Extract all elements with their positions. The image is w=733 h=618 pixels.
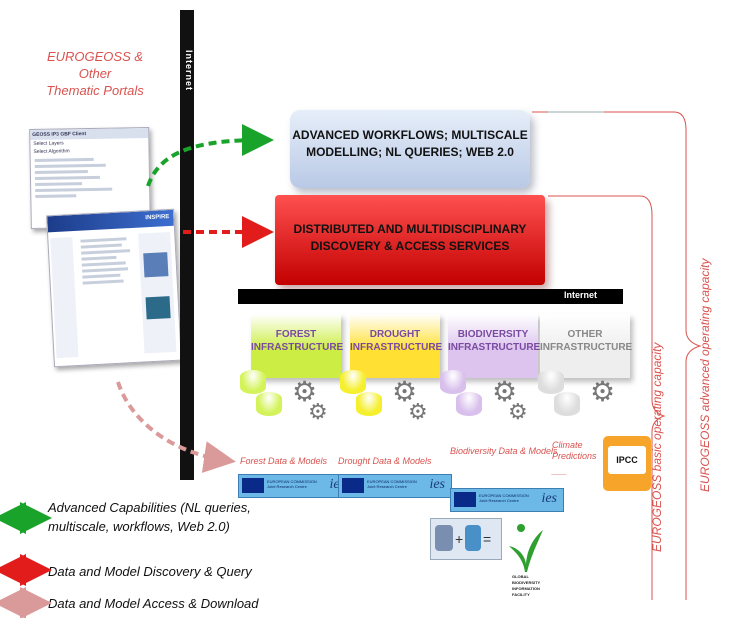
- gear-icon: ⚙: [408, 399, 428, 424]
- internet-vertical-label: Internet: [184, 50, 194, 92]
- database-icon: [240, 370, 266, 394]
- database-icon: [256, 392, 282, 416]
- ipcc-logo: IPCC: [603, 436, 651, 491]
- advanced-workflows-label: ADVANCED WORKFLOWS; MULTISCALE MODELLING…: [292, 128, 528, 159]
- access-download-arrow: [116, 381, 236, 473]
- gear-icon: ⚙: [392, 376, 418, 407]
- gear-icon: ⚙: [292, 376, 318, 407]
- inspire-portal-screenshot: INSPIRE: [46, 208, 182, 368]
- forest-infrastructure-block: FOREST INFRASTRUCTURE: [251, 314, 344, 378]
- discovery-services-label: DISTRIBUTED AND MULTIDISCIPLINARY DISCOV…: [293, 222, 527, 253]
- climate-dash: ___: [552, 466, 568, 476]
- drought-infrastructure-block: DROUGHT INFRASTRUCTURE: [350, 314, 443, 378]
- advanced-workflows-tier: ADVANCED WORKFLOWS; MULTISCALE MODELLING…: [290, 110, 530, 188]
- database-icon: [356, 392, 382, 416]
- database-icon: [554, 392, 580, 416]
- internet-horizontal-bar: Internet: [238, 289, 623, 304]
- discovery-services-tier: DISTRIBUTED AND MULTIDISCIPLINARY DISCOV…: [275, 195, 545, 285]
- species-icons: + =: [430, 518, 502, 560]
- portal-title: EUROGEOSS & Other Thematic Portals: [46, 49, 144, 98]
- ies-logo-text: ies: [541, 491, 557, 506]
- database-icon: [340, 370, 366, 394]
- internet-horizontal-label: Internet: [563, 290, 597, 300]
- biodiversity-infrastructure-label: BIODIVERSITY INFRASTRUCTURE: [448, 329, 541, 353]
- forest-infrastructure-label: FOREST INFRASTRUCTURE: [251, 329, 344, 353]
- gear-icon: ⚙: [492, 376, 518, 407]
- other-infrastructure-label: OTHER INFRASTRUCTURE: [540, 329, 633, 353]
- biodiversity-data-label: Biodiversity Data & Models: [450, 446, 558, 456]
- drought-data-label: Drought Data & Models: [338, 456, 432, 466]
- gbif-leaf-icon: [509, 524, 543, 572]
- screenshot-line: Select Algorithm: [33, 148, 70, 155]
- gbif-label: GLOBAL BIODIVERSITY INFORMATION FACILITY: [512, 574, 541, 597]
- ies-logo-text: ies: [429, 477, 445, 492]
- database-icon: [440, 370, 466, 394]
- other-infrastructure-block: OTHER INFRASTRUCTURE: [540, 314, 633, 378]
- drought-infrastructure-label: DROUGHT INFRASTRUCTURE: [350, 329, 443, 353]
- ipcc-logo-text: IPCC: [608, 446, 646, 474]
- legend-discovery-text: Data and Model Discovery & Query: [48, 564, 252, 579]
- database-icon: [538, 370, 564, 394]
- advanced-capacity-label: EUROGEOSS advanced operating capacity: [698, 258, 712, 492]
- gear-icon: ⚙: [308, 399, 328, 424]
- gear-icon: ⚙: [590, 376, 616, 407]
- basic-capacity-label: EUROGEOSS basic operating capacity: [650, 342, 664, 552]
- advanced-capability-arrow: [146, 124, 274, 187]
- banner-title: INSPIRE: [145, 214, 170, 222]
- database-icon: [456, 392, 482, 416]
- forest-data-label: Forest Data & Models: [240, 456, 328, 466]
- biodiversity-infrastructure-block: BIODIVERSITY INFRASTRUCTURE: [448, 314, 541, 378]
- gear-icon: ⚙: [508, 399, 528, 424]
- internet-vertical-bar: [180, 10, 194, 480]
- climate-predictions-label: Climate Predictions: [552, 440, 597, 461]
- legend-access-text: Data and Model Access & Download: [48, 596, 259, 611]
- legend-advanced-text: Advanced Capabilities (NL queries, multi…: [48, 500, 251, 534]
